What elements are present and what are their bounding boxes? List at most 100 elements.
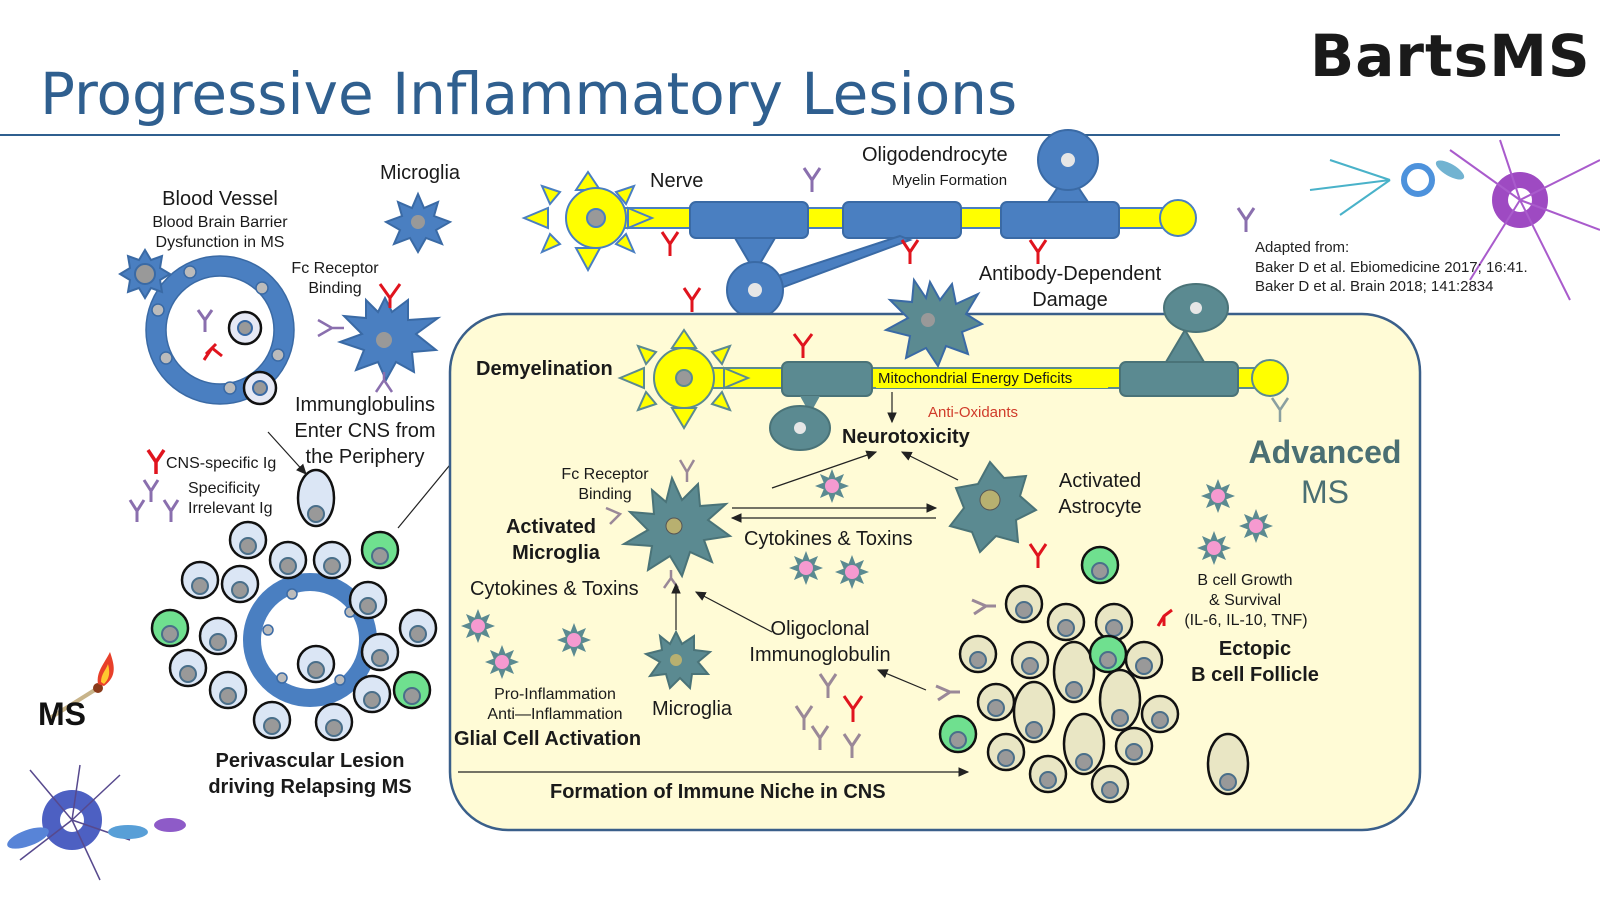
arrow	[267, 431, 307, 475]
microglia-icon	[383, 191, 453, 255]
fc-receptor-microglia-icon	[317, 283, 442, 393]
ectopic-b-cell-follicle	[938, 545, 1250, 804]
lymphocyte-icon	[296, 644, 336, 684]
bbb-label-line1: Blood Brain Barrier	[152, 214, 288, 231]
activated-microglia-line1: Activated	[505, 516, 597, 538]
lymphocyte-icon	[958, 634, 998, 674]
ms-badge: MS	[38, 696, 86, 732]
advanced-ms-label-line2: MS	[1301, 474, 1349, 510]
cytokine-icon	[1197, 531, 1231, 565]
ectopic-follicle-line1: Ectopic	[1218, 638, 1292, 660]
blood-vessel	[145, 255, 295, 406]
adcc-label-line2: Damage	[1032, 289, 1108, 311]
lymphocyte-icon	[198, 616, 238, 656]
myelin-formation-label: Myelin Formation	[892, 172, 1008, 189]
mito-highlight	[876, 370, 1108, 388]
legend-antibody-icons	[128, 449, 180, 522]
lymphocyte-icon	[352, 674, 392, 714]
ig-label-line1: Immunglobulins	[294, 394, 436, 416]
pro-inflammation-label: Pro-Inflammation	[494, 686, 616, 703]
lymphocyte-icon	[360, 530, 400, 570]
lymphocyte-icon	[1140, 694, 1180, 734]
cytokine-icon	[485, 645, 519, 679]
lymphocyte-icon	[1046, 602, 1086, 642]
ectopic-follicle-line2: B cell Follicle	[1191, 664, 1319, 686]
oligoclonal-ig-line1: Oligoclonal	[770, 618, 870, 640]
lymphocyte-icon	[1062, 712, 1106, 776]
anti-oxidants-label: Anti-Oxidants	[928, 404, 1019, 421]
activated-microglia-line2: Microglia	[512, 542, 600, 564]
lymphocyte-icon	[1080, 545, 1120, 585]
bbb-label-line2: Dysfunction in MS	[155, 234, 285, 251]
activated-astrocyte-line2: Astrocyte	[1058, 496, 1142, 518]
reference-line: Adapted from:	[1255, 239, 1350, 256]
cytokine-icon	[789, 551, 823, 585]
lymphocyte-icon	[398, 608, 438, 648]
ig-label-line3: the Periphery	[305, 446, 425, 468]
lymphocyte-icon	[1004, 584, 1044, 624]
lymphocyte-icon	[1206, 732, 1250, 796]
blood-vessel-label: Blood Vessel	[162, 188, 278, 210]
mito-deficits-label: Mitochondrial Energy Deficits	[878, 370, 1073, 387]
lymphocyte-icon	[1088, 634, 1128, 674]
advanced-ms-label-line1: Advanced	[1248, 434, 1402, 470]
immune-niche-label: Formation of Immune Niche in CNS	[550, 781, 886, 803]
anti-inflammation-label: Anti—Inflammation	[487, 706, 623, 723]
lymphocyte-icon	[312, 540, 352, 580]
activated-microglia-icon	[605, 459, 733, 589]
legend-irrelevant-line1: Specificity	[188, 480, 261, 497]
lymphocyte-icon	[180, 560, 220, 600]
oligodendrocyte-label: Oligodendrocyte	[862, 144, 1008, 166]
nerve-label: Nerve	[650, 170, 704, 192]
fc-receptor-label-line2: Binding	[308, 280, 362, 297]
cytokine-icons	[461, 469, 1273, 679]
lymphocyte-icon	[360, 632, 400, 672]
cytokine-icon	[1239, 509, 1273, 543]
activated-astrocyte-icon	[948, 460, 1038, 554]
demyelination-label: Demyelination	[476, 358, 613, 380]
oligodendrocyte-nucleus	[748, 283, 762, 297]
lymphocyte-icon	[228, 520, 268, 560]
ig-label-line2: Enter CNS from	[294, 420, 436, 442]
lymphocyte-icon	[1124, 640, 1164, 680]
antibody-cluster-icons	[794, 543, 1173, 758]
microglia-resting-label: Microglia	[652, 698, 733, 720]
cytokines-toxins-right: Cytokines & Toxins	[744, 528, 913, 550]
watercolor-cell-bottom-left-icon	[7, 764, 186, 881]
microglia-label: Microglia	[379, 162, 461, 184]
lymphocyte-icon	[1094, 602, 1134, 642]
lymphocyte-icon	[208, 670, 248, 710]
match-flame-icon	[48, 652, 114, 720]
attacking-microglia-icon	[883, 277, 985, 369]
glial-activation-label: Glial Cell Activation	[454, 728, 642, 750]
reference-line: Baker D et al. Ebiomedicine 2017; 16:41.	[1255, 258, 1528, 276]
cytokine-icon	[557, 623, 591, 657]
lymphocyte-icon	[268, 540, 308, 580]
perivascular-label-line2: driving Relapsing MS	[208, 776, 412, 798]
lymphocyte-icon	[1114, 726, 1154, 766]
lymphocyte-icon	[252, 700, 292, 740]
lymphocyte-icon	[296, 468, 336, 528]
perivascular-lesion	[150, 468, 438, 742]
lymphocyte-icon	[1090, 764, 1130, 804]
bcell-growth-line3: (IL-6, IL-10, TNF)	[1184, 612, 1308, 629]
legend-cns-specific: CNS-specific Ig	[166, 455, 277, 472]
lymphocyte-icon	[976, 682, 1016, 722]
antibody-icon	[792, 333, 814, 358]
bcell-growth-line1: B cell Growth	[1197, 572, 1293, 589]
microglia-resting-icon	[643, 629, 713, 691]
fc-receptor-adv-line1: Fc Receptor	[561, 466, 649, 483]
page-title: Progressive Inflammatory Lesions	[40, 60, 1018, 128]
lymphocyte-icon	[986, 732, 1026, 772]
lymphocyte-icon	[1098, 668, 1142, 732]
lymphocyte-icon	[314, 702, 354, 742]
reference-line: Baker D et al. Brain 2018; 141:2834	[1255, 278, 1494, 295]
lymphocyte-icon	[348, 580, 388, 620]
lymphocyte-icon	[1052, 640, 1096, 704]
fc-receptor-adv-line2: Binding	[578, 486, 632, 503]
advanced-nerve	[617, 283, 1289, 451]
antibody-icon	[1270, 397, 1290, 422]
blue-cell-icon	[118, 248, 172, 300]
lymphocyte-icon	[1012, 680, 1056, 744]
